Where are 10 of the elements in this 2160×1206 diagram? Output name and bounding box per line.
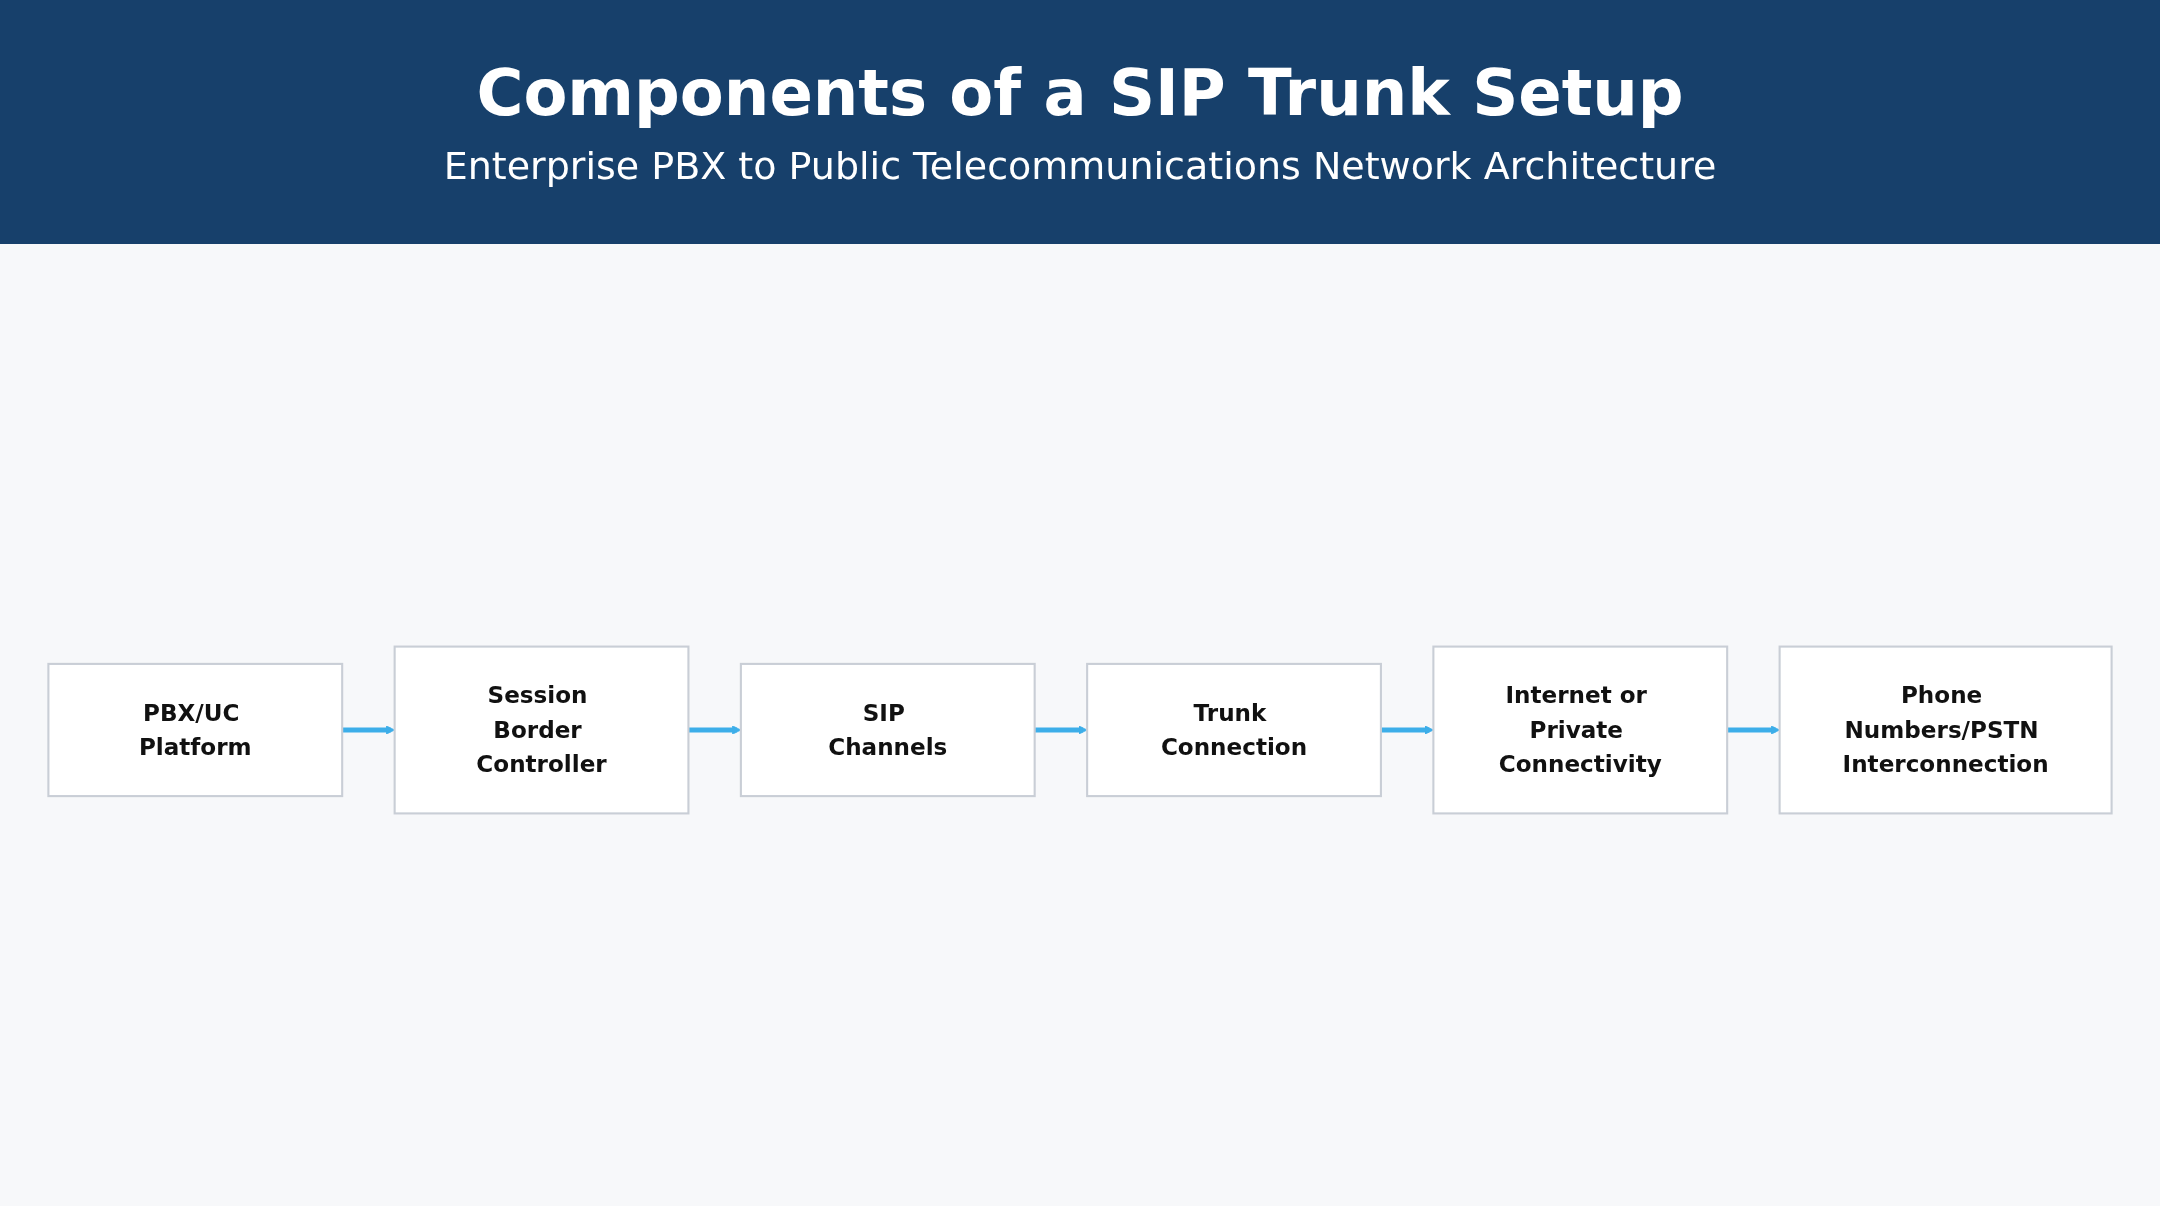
node-box: PBX/UC Platform [47,662,344,798]
arrow [1034,725,1088,735]
subtitle: Enterprise PBX to Public Telecommunications Network Architecture [443,144,1717,188]
node-box: Trunk Connection [1086,662,1382,798]
arrow [1380,725,1434,735]
title: Components of a SIP Trunk Setup [476,56,1684,130]
node-box: SIP Channels [739,662,1036,798]
node-box: Phone Numbers/PSTN Interconnection [1778,645,2113,815]
node-box: Session Border Controller [393,645,690,815]
node-box: Internet or Private Connectivity [1432,645,1729,815]
